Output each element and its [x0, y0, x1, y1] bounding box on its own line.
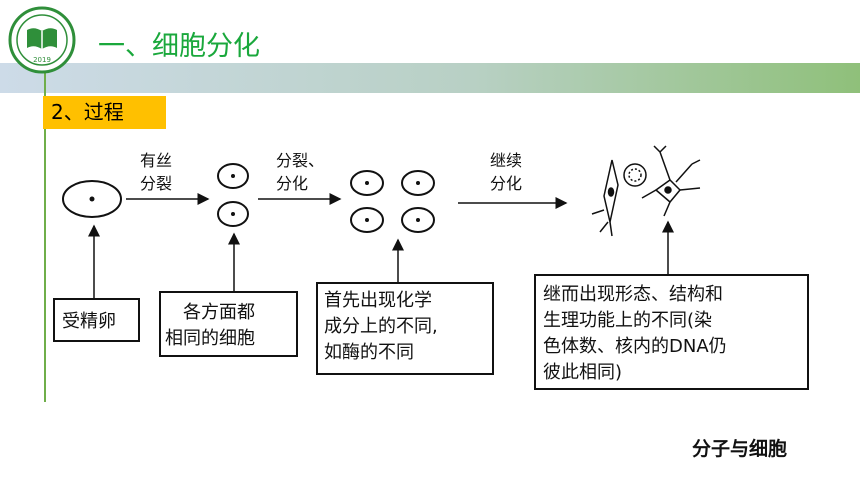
header-band — [0, 63, 860, 93]
box-same-cells-line1: 各方面都 — [183, 302, 255, 323]
zygote-cell — [62, 180, 122, 218]
logo-year: 2019 — [33, 56, 51, 64]
left-accent-bar — [44, 60, 46, 402]
arrow1-label-line2: 分裂 — [140, 174, 172, 193]
arrow3-label-line1: 继续 — [490, 151, 522, 170]
box-chemical-diff-line2: 成分上的不同, — [324, 316, 438, 337]
cell-quad-2 — [401, 170, 435, 196]
arrow3-label-line2: 分化 — [490, 174, 522, 193]
daughter-cell-top — [217, 163, 249, 189]
box-chemical-diff-line3: 如酶的不同 — [324, 342, 414, 363]
arrow2-label-line2: 分化 — [276, 174, 308, 193]
box-chemical-diff-line1: 首先出现化学 — [324, 290, 432, 311]
cell-quad-3 — [350, 207, 384, 233]
cell-quad-4 — [401, 207, 435, 233]
school-logo-icon: 2019 — [8, 6, 76, 74]
box-chemical-diff — [316, 282, 494, 375]
step-label: 2、过程 — [43, 96, 166, 129]
page-title: 一、细胞分化 — [98, 31, 260, 62]
textbook-caption: 分子与细胞 — [692, 438, 788, 460]
box-zygote — [53, 298, 140, 342]
daughter-cell-bottom — [217, 201, 249, 227]
box-structure-diff-line3: 色体数、核内的DNA仍 — [543, 336, 727, 357]
box-structure-diff-line2: 生理功能上的不同(染 — [543, 310, 712, 331]
box-structure-diff — [534, 274, 809, 390]
box-zygote-line1: 受精卵 — [62, 311, 116, 332]
cell-quad-1 — [350, 170, 384, 196]
box-structure-diff-line4: 彼此相同) — [543, 362, 622, 383]
box-structure-diff-line1: 继而出现形态、结构和 — [543, 284, 723, 305]
arrow1-label-line1: 有丝 — [140, 151, 172, 170]
box-same-cells-line2: 相同的细胞 — [165, 328, 255, 349]
differentiated-cells — [591, 145, 701, 237]
arrow2-label-line1: 分裂、 — [276, 151, 324, 170]
box-same-cells — [159, 291, 298, 357]
